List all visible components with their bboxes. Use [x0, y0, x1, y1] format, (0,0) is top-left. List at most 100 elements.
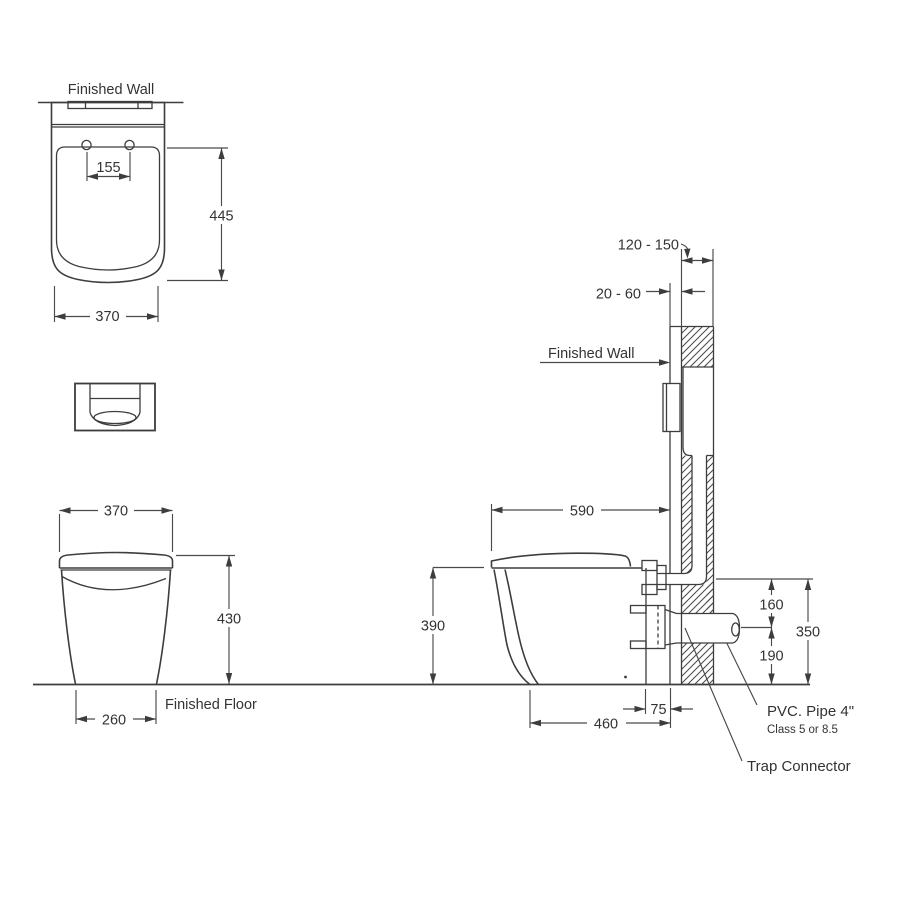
wall-hatch-left-of-channel	[681, 455, 692, 574]
arrowhead-right	[161, 507, 173, 514]
actuator-plate-plan	[67, 100, 153, 110]
seat-lid-profile	[490, 552, 632, 568]
pvc-pipe-label: PVC. Pipe 4"	[767, 703, 854, 720]
dim-text-mask	[587, 714, 626, 732]
trap-and-pipe	[629, 604, 741, 650]
dim-finish-20-60: 20 - 60	[596, 283, 705, 327]
arrowhead-down	[429, 673, 437, 685]
toilet-side-profile	[490, 552, 667, 686]
finished-wall-top-label: Finished Wall	[68, 82, 155, 98]
arrowhead-down	[768, 616, 775, 628]
dim-text-350: 350	[796, 625, 820, 641]
arrowhead-right	[145, 715, 156, 723]
trap-connector-label: Trap Connector	[747, 758, 851, 775]
dim-text-390: 390	[421, 619, 445, 635]
dim-outlet-height-190: 190	[755, 627, 788, 685]
dim-recess-120-150: 120 - 150	[618, 238, 714, 327]
arrowhead-up	[768, 627, 775, 639]
arrowhead-right	[634, 705, 646, 713]
arrowhead-left	[87, 173, 98, 180]
dim-ext-lines	[167, 147, 228, 282]
side-view: 120 - 150 20 - 60 Finished Wall	[415, 238, 854, 775]
dim-text-mask	[563, 501, 601, 519]
reference-dot	[624, 675, 627, 679]
arrowhead-up	[225, 555, 233, 567]
dim-ext-lines	[75, 690, 157, 724]
flush-connector-top-ring	[641, 559, 658, 572]
trap-bottom-ring	[629, 640, 647, 650]
arrowhead-left	[681, 257, 693, 264]
dim-rear-75: 75	[623, 688, 693, 728]
dim-text-260: 260	[102, 713, 126, 729]
arrowhead-left	[491, 506, 503, 514]
leader-lines	[684, 627, 758, 762]
dim-text-430: 430	[217, 612, 241, 628]
dim-text-mask	[90, 306, 126, 324]
arrowhead-right	[659, 506, 670, 514]
arrowhead-up	[768, 579, 775, 590]
tank-cavity-bottom-edge	[682, 367, 714, 457]
arrowhead-up	[218, 148, 225, 159]
bowl-front-crease	[61, 575, 167, 591]
dim-ext-lines	[58, 514, 174, 552]
finished-wall-side-callout: Finished Wall	[540, 346, 670, 366]
arrowhead-right	[702, 257, 713, 264]
trap-taper	[664, 608, 677, 646]
pvc-pipe-class-label: Class 5 or 8.5	[767, 724, 838, 736]
arrowhead-left	[59, 507, 71, 514]
dim-stack-right: 160 190 350	[716, 578, 826, 685]
arrowhead-left	[530, 719, 541, 727]
dim-base-260: 260	[75, 690, 157, 729]
arrowhead-up	[429, 567, 437, 579]
front-view: 370 430 260 Finished Floor	[58, 501, 257, 729]
reference-lines	[716, 578, 813, 629]
seat-lid-outline	[55, 146, 161, 271]
pvc-pipe-walls	[676, 612, 733, 644]
finished-wall-layer-lines	[669, 326, 683, 685]
dim-text-mask	[98, 501, 134, 519]
dim-text-75: 75	[650, 702, 666, 718]
arrowhead-left	[681, 288, 693, 295]
trap-top-ring	[629, 604, 647, 614]
arrowhead-up	[804, 579, 812, 590]
dim-hinge-spacing-155: 155	[86, 152, 131, 181]
cistern-edge-lines	[51, 123, 165, 128]
dim-text-mask	[647, 701, 670, 717]
plate-outline	[74, 382, 156, 432]
wall-hatch-right-of-channel	[706, 455, 714, 614]
dim-height-430: 430	[176, 554, 246, 684]
dim-width-370-front: 370	[58, 501, 174, 552]
dim-width-370-top: 370	[53, 286, 159, 325]
dim-text-445: 445	[209, 209, 233, 225]
dim-text-590: 590	[570, 504, 594, 520]
dim-text-mask	[790, 622, 826, 640]
trap-body	[645, 604, 666, 650]
actuator-plate-ticks	[84, 101, 139, 109]
flush-pipe-and-elbow	[657, 455, 708, 586]
lid-cap-outline	[58, 551, 174, 568]
pvc-pipe-end-cap	[732, 612, 741, 644]
arrowhead-left	[76, 715, 87, 723]
arrowhead-left	[670, 705, 682, 713]
dim-depth-590: 590	[490, 501, 670, 551]
wall-section	[657, 325, 715, 685]
dim-pipe-drop-160: 160	[755, 579, 788, 628]
dim-text-mask	[755, 595, 788, 613]
arrowhead-down	[768, 673, 775, 685]
hinge-right	[124, 139, 135, 151]
dim-text-20-60: 20 - 60	[596, 287, 641, 303]
pipe-callouts: PVC. Pipe 4" Class 5 or 8.5 Trap Connect…	[684, 627, 854, 775]
flush-connector-socket	[656, 564, 667, 591]
dim-ext-lines	[644, 688, 672, 728]
dim-ext-lines	[680, 249, 714, 327]
arrowhead-right	[659, 288, 670, 295]
dim-text-155: 155	[96, 160, 120, 176]
bowl-sides	[60, 569, 172, 685]
leader-arrowhead	[684, 248, 691, 259]
wall-hatch-bottom	[681, 643, 714, 685]
actuator-plate-side	[662, 382, 681, 433]
arrowhead-down	[804, 673, 812, 685]
dim-text-120-150: 120 - 150	[618, 238, 679, 254]
arrowhead-down	[225, 673, 233, 684]
